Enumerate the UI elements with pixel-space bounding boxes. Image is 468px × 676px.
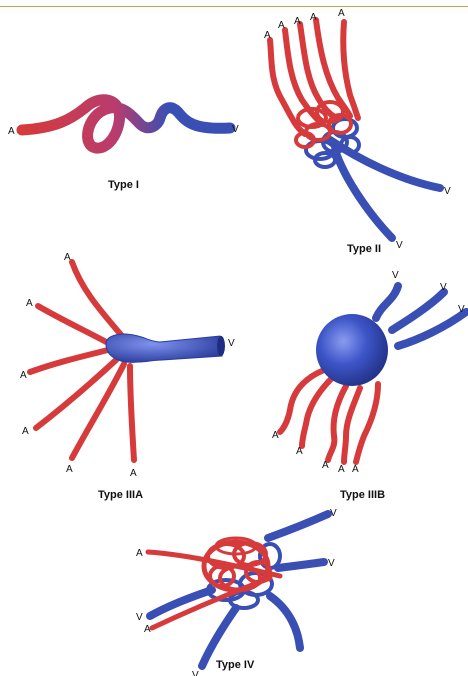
type3b-artery-label-2: A	[296, 446, 303, 457]
type3a-artery-label-1: A	[64, 252, 71, 263]
type2-artery-label-3: A	[294, 16, 301, 27]
type3b-vein-2	[392, 292, 444, 330]
type4-caption: Type IV	[216, 659, 255, 671]
type1-vein-label: V	[232, 124, 239, 135]
type3a-artery-6	[130, 366, 134, 460]
panel-type-3b: V V V A A A A A Type IIIB	[272, 270, 466, 501]
type2-artery-label-2: A	[278, 20, 285, 31]
type2-vein-label-2: V	[396, 240, 403, 251]
type3b-artery-label-3: A	[322, 460, 329, 471]
type2-artery-label-1: A	[264, 30, 271, 41]
type3a-artery-label-6: A	[130, 468, 137, 479]
type2-vein-label-1: V	[444, 186, 451, 197]
type3b-artery-2	[302, 378, 332, 446]
type3b-vein-label-2: V	[440, 282, 447, 293]
type4-vein-label-1: V	[330, 508, 337, 519]
type2-artery-label-4: A	[310, 12, 317, 23]
type4-vein-2	[278, 562, 324, 568]
type3b-vein-label-3: V	[458, 304, 465, 315]
type1-caption: Type I	[108, 179, 139, 191]
type3a-vein	[106, 334, 222, 362]
type3a-artery-label-2: A	[26, 298, 33, 309]
panel-type-1: A V Type I	[8, 100, 239, 191]
type2-caption: Type II	[347, 243, 381, 255]
type3a-artery-4	[36, 360, 116, 428]
type4-vein-label-4: V	[192, 670, 199, 676]
type4-artery-label-1: A	[136, 548, 143, 559]
panel-type-3a: A A A A A A V Type IIIA	[20, 252, 235, 501]
type4-artery-label-2: A	[144, 624, 151, 635]
type1-vessel	[22, 100, 230, 148]
type3a-artery-label-4: A	[22, 426, 29, 437]
type3b-artery-label-1: A	[272, 430, 279, 441]
panel-type-4: A A V V V V Type IV	[136, 508, 337, 676]
type3a-artery-label-5: A	[66, 464, 73, 475]
type4-vein-label-2: V	[328, 558, 335, 569]
type4-vein-4	[202, 608, 236, 666]
type3a-artery-label-3: A	[20, 370, 27, 381]
type3a-caption: Type IIIA	[98, 489, 143, 501]
type3b-artery-label-4: A	[338, 464, 345, 475]
type2-artery-label-5: A	[338, 8, 345, 19]
type4-vein-1	[268, 514, 328, 538]
type3b-caption: Type IIIB	[340, 489, 385, 501]
type1-artery-label: A	[8, 126, 15, 137]
type3a-vein-label: V	[228, 338, 235, 349]
type3b-vein-label-1: V	[392, 270, 399, 281]
type3a-vein-end	[217, 336, 225, 356]
type3b-vein-1	[376, 286, 398, 318]
type3a-artery-3	[30, 350, 108, 372]
type4-vein-label-3: V	[136, 612, 143, 623]
type4-vein-3	[270, 596, 300, 648]
type3b-venous-sac	[316, 314, 388, 386]
panel-type-2: A A A A A V V Type II	[264, 8, 451, 255]
type3b-artery-label-5: A	[352, 464, 359, 475]
